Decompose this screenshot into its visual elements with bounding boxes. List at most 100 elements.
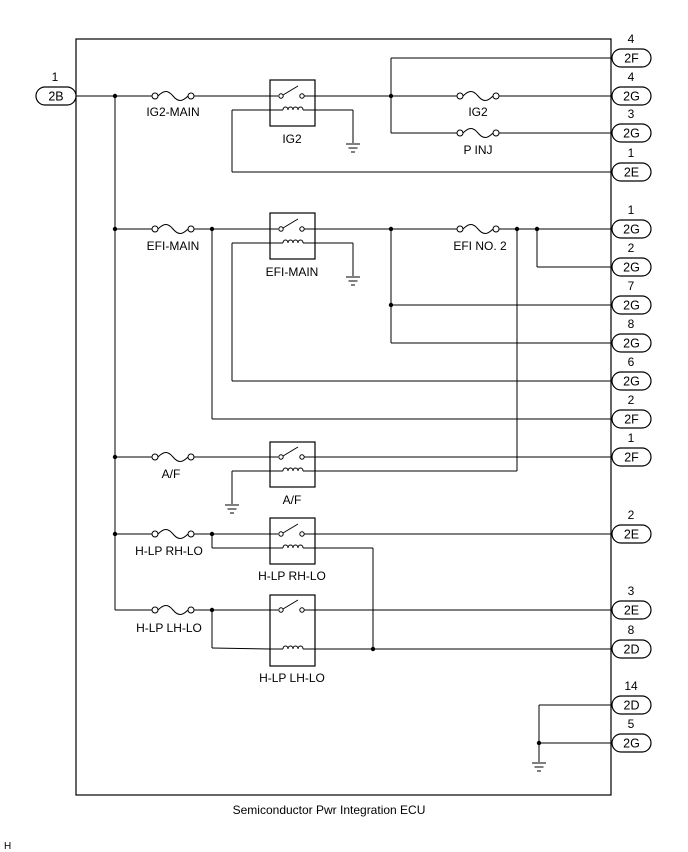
connector-name: 2D — [624, 643, 640, 657]
input-connector: 1 2B — [35, 70, 77, 106]
connector-shell — [611, 639, 652, 659]
connector-pin: 4 — [628, 32, 635, 46]
fuse-label-hlp-lh-lo: H-LP LH-LO — [136, 621, 202, 635]
connector-name: 2F — [624, 413, 639, 427]
fuse-icon — [456, 91, 500, 101]
ecu-title: Semiconductor Pwr Integration ECU — [233, 803, 426, 817]
output-connector: 62G — [611, 355, 652, 391]
connector-pin: 7 — [628, 279, 635, 293]
relay-label-hlp-lh-lo: H-LP LH-LO — [259, 671, 325, 685]
connector-shell — [611, 447, 652, 467]
corner-mark: H — [4, 841, 11, 852]
connector-shell — [611, 600, 652, 620]
connector-pin: 1 — [628, 146, 635, 160]
connector-shell — [611, 371, 652, 391]
connector-pin: 4 — [628, 70, 635, 84]
af-circuit — [115, 456, 612, 504]
connector-pin: 2 — [628, 241, 635, 255]
relay-hlp-lh-lo — [269, 594, 316, 667]
fuse-label-efi-main: EFI-MAIN — [147, 239, 200, 253]
connector-name: 2E — [624, 604, 639, 618]
fuse-label-af: A/F — [162, 467, 181, 481]
connector-pin: 8 — [628, 623, 635, 637]
fuse-icon — [456, 128, 500, 138]
output-connector: 82G — [611, 317, 652, 353]
connector-pin: 14 — [624, 679, 638, 693]
output-connectors: 42F42G32G12E12G22G72G82G62G22F12F22E32E8… — [611, 32, 652, 753]
connector-name: 2G — [623, 337, 640, 351]
fuse-icon — [151, 224, 195, 234]
connector-name: 2G — [623, 90, 640, 104]
connector-name: 2F — [624, 451, 639, 465]
connector-shell — [611, 295, 652, 315]
connector-name: 2G — [623, 737, 640, 751]
output-connector: 32E — [611, 584, 652, 620]
connector-pin: 3 — [628, 584, 635, 598]
connector-shell — [611, 524, 652, 544]
connector-pin: 8 — [628, 317, 635, 331]
connector-pin: 5 — [628, 717, 635, 731]
fuse-label-hlp-rh-lo: H-LP RH-LO — [135, 544, 203, 558]
connector-shell — [611, 257, 652, 277]
main-bus — [76, 95, 116, 610]
connector-name: 2G — [623, 299, 640, 313]
output-connector: 72G — [611, 279, 652, 315]
relay-af — [269, 441, 316, 488]
fuse-icon — [151, 605, 195, 615]
relay-label-ig2: IG2 — [282, 132, 302, 146]
fuse-label-ig2-main: IG2-MAIN — [146, 105, 199, 119]
connector-shell — [611, 733, 652, 753]
output-connector: 22E — [611, 508, 652, 544]
connector-name: 2G — [623, 223, 640, 237]
output-connector: 32G — [611, 107, 652, 143]
fuse-label-ig2: IG2 — [468, 105, 488, 119]
connector-pin: 2 — [628, 393, 635, 407]
ground-icon — [345, 143, 361, 153]
ground-icon — [531, 762, 547, 772]
connector-shell — [611, 123, 652, 143]
connector-pin: 3 — [628, 107, 635, 121]
connector-shell — [611, 409, 652, 429]
hlp-lh-lo-circuit — [115, 609, 612, 650]
output-connector: 22F — [611, 393, 652, 429]
connector-shell — [611, 333, 652, 353]
output-connector: 42F — [611, 32, 652, 68]
connector-name: 2G — [623, 127, 640, 141]
hlp-rh-lo-circuit — [115, 533, 612, 649]
connector-name: 2G — [623, 261, 640, 275]
output-connector: 12F — [611, 431, 652, 467]
connector-name: 2G — [623, 375, 640, 389]
ground-icon — [224, 504, 240, 514]
fuse-icon — [151, 91, 195, 101]
relay-label-hlp-rh-lo: H-LP RH-LO — [258, 569, 326, 583]
connector-name: 2E — [624, 166, 639, 180]
connector-pin: 6 — [628, 355, 635, 369]
ground-icon — [345, 276, 361, 286]
connector-shell — [611, 48, 652, 68]
connector-pin: 1 — [628, 203, 635, 217]
connector-pin: 1 — [52, 70, 59, 84]
connector-shell — [611, 219, 652, 239]
output-connector: 42G — [611, 70, 652, 106]
connector-name: 2F — [624, 52, 639, 66]
connector-name: 2E — [624, 528, 639, 542]
output-connector: 22G — [611, 241, 652, 277]
output-connector: 52G — [611, 717, 652, 753]
fuse-icon — [456, 224, 500, 234]
relay-label-efi-main: EFI-MAIN — [266, 265, 319, 279]
connector-shell — [611, 695, 652, 715]
relay-label-af: A/F — [283, 493, 302, 507]
connector-shell — [611, 162, 652, 182]
connector-pin: 1 — [628, 431, 635, 445]
fuse-label-p-inj: P INJ — [463, 143, 492, 157]
ig2-circuit — [115, 57, 612, 173]
connector-name: 2B — [48, 90, 63, 104]
ground-circuit — [538, 704, 612, 762]
connector-shell — [611, 86, 652, 106]
efi-circuit — [115, 228, 612, 472]
output-connector: 12G — [611, 203, 652, 239]
connector-pin: 2 — [628, 508, 635, 522]
junction-dots — [112, 93, 542, 746]
relay-ig2 — [269, 79, 316, 127]
